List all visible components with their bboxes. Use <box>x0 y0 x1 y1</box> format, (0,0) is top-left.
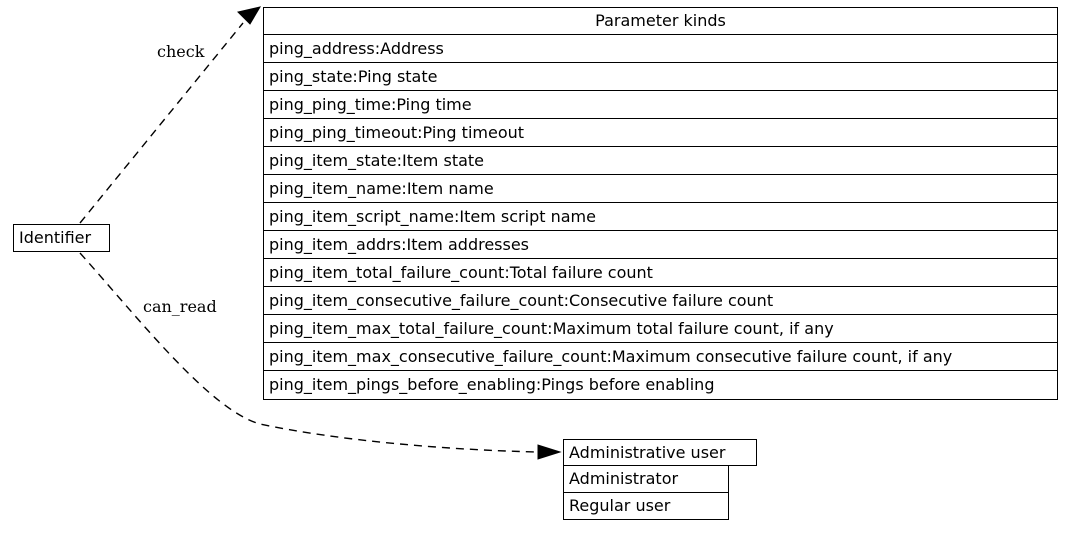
administrative-user-header: Administrative user <box>563 439 757 466</box>
node-administrative-user[interactable]: Administrative user Administrator Regula… <box>563 439 757 520</box>
table-row[interactable]: ping_item_script_name:Item script name <box>264 203 1057 231</box>
list-item[interactable]: Regular user <box>563 493 729 520</box>
edge-can-read-arrowhead <box>537 444 562 460</box>
table-row[interactable]: ping_item_addrs:Item addresses <box>264 231 1057 259</box>
table-row[interactable]: ping_item_consecutive_failure_count:Cons… <box>264 287 1057 315</box>
node-identifier-label: Identifier <box>19 228 92 247</box>
table-row[interactable]: ping_item_state:Item state <box>264 147 1057 175</box>
table-row[interactable]: ping_ping_time:Ping time <box>264 91 1057 119</box>
table-row[interactable]: ping_item_total_failure_count:Total fail… <box>264 259 1057 287</box>
table-row[interactable]: ping_ping_timeout:Ping timeout <box>264 119 1057 147</box>
table-row[interactable]: ping_item_max_total_failure_count:Maximu… <box>264 315 1057 343</box>
parameter-kinds-header: Parameter kinds <box>264 8 1057 35</box>
node-identifier[interactable]: Identifier <box>13 224 110 252</box>
table-row[interactable]: ping_item_pings_before_enabling:Pings be… <box>269 375 715 394</box>
table-row[interactable]: ping_item_max_consecutive_failure_count:… <box>264 343 1057 371</box>
table-row[interactable]: ping_state:Ping state <box>264 63 1057 91</box>
edge-label-can-read: can_read <box>143 297 217 316</box>
edge-check-arrowhead <box>237 6 262 25</box>
table-row[interactable]: ping_address:Address <box>264 35 1057 63</box>
node-parameter-kinds[interactable]: Parameter kinds ping_address:Address pin… <box>263 7 1058 400</box>
edge-label-check: check <box>157 42 205 61</box>
table-row[interactable]: ping_item_name:Item name <box>264 175 1057 203</box>
list-item[interactable]: Administrator <box>563 466 729 493</box>
